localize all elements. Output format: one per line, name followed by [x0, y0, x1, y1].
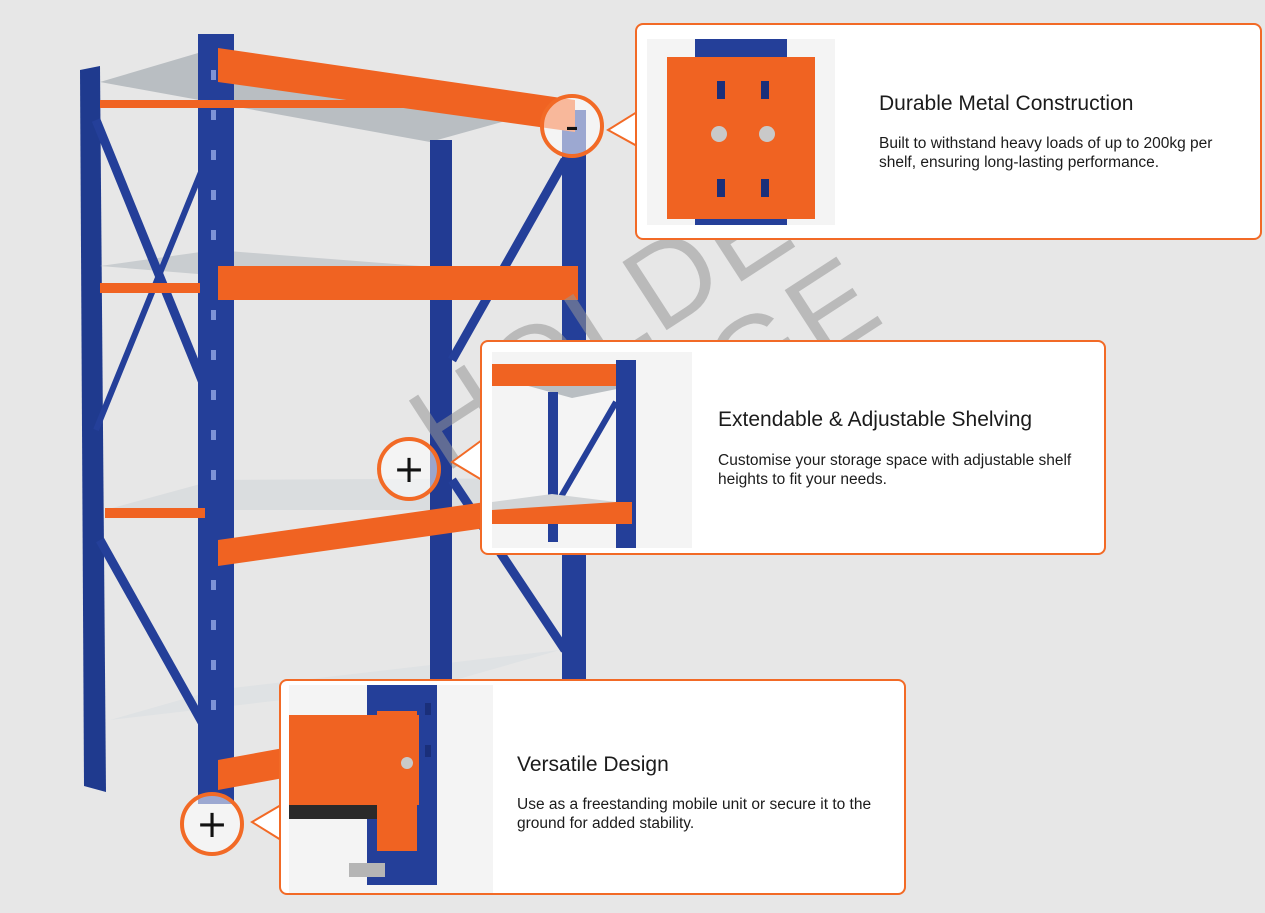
base-footplate-thumbnail — [289, 685, 493, 893]
beam-connector-thumbnail — [647, 39, 835, 225]
feature-description: Customise your storage space with adjust… — [718, 452, 1072, 488]
beam — [218, 266, 578, 300]
feature-description: Use as a freestanding mobile unit or sec… — [517, 796, 872, 832]
feature-description: Built to withstand heavy loads of up to … — [879, 135, 1213, 171]
feature-card-versatile: Versatile Design Use as a freestanding m… — [279, 679, 906, 895]
adjustable-shelf-thumbnail — [492, 352, 692, 548]
feature-title: Versatile Design — [517, 753, 669, 776]
expand-hotspot-bottom[interactable]: + — [180, 792, 244, 856]
feature-title: Extendable & Adjustable Shelving — [718, 408, 1033, 431]
collapse-hotspot-top[interactable]: - — [540, 94, 604, 158]
beam — [218, 48, 575, 132]
expand-hotspot-middle[interactable]: + — [377, 437, 441, 501]
feature-card-durable: Durable Metal Construction Built to with… — [635, 23, 1262, 240]
feature-title: Durable Metal Construction — [879, 92, 1134, 115]
feature-card-adjustable: Extendable & Adjustable Shelving Customi… — [480, 340, 1106, 555]
front-upright — [198, 34, 234, 804]
